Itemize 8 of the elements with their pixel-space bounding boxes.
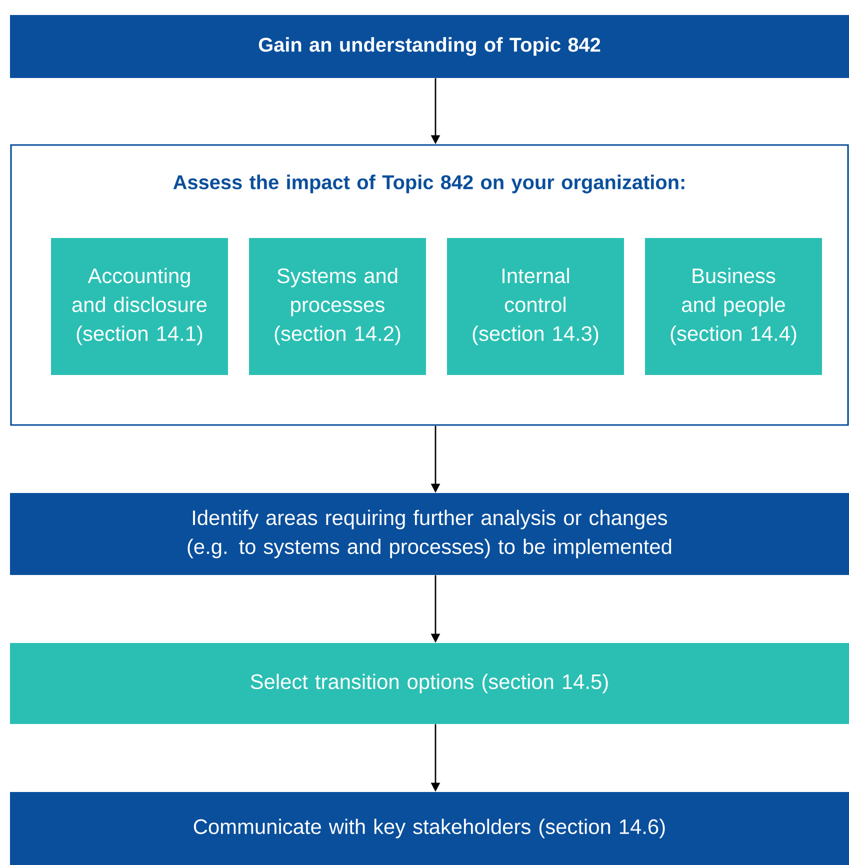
topic-box: Business and people (section 14.4) — [645, 238, 822, 375]
topic-box: Accounting and disclosure (section 14.1) — [51, 238, 228, 375]
step-box: Identify areas requiring further analysis or changes (e.g. to systems and processes) to be implemented — [10, 493, 849, 575]
topic-box: Systems and processes (section 14.2) — [249, 238, 426, 375]
topic-box: Select transition options (section 14.5) — [10, 643, 849, 724]
topic-box: Internal control (section 14.3) — [447, 238, 624, 375]
step-box: Communicate with key stakeholders (section 14.6) — [10, 792, 849, 865]
step-box: Gain an understanding of Topic 842 — [10, 15, 849, 78]
